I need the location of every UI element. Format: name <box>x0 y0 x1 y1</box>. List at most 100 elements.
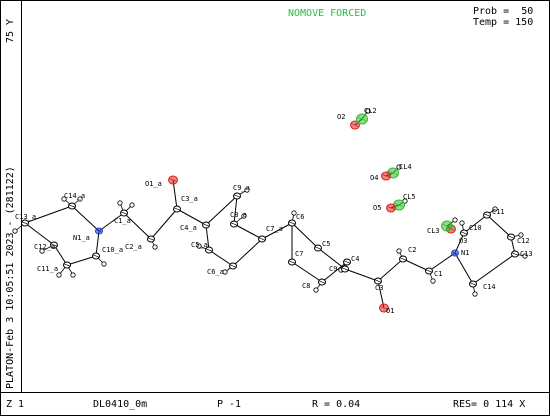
bond-C10_a-C11_a <box>66 255 97 266</box>
bond-C8-C7 <box>291 261 323 283</box>
ellipsoid-axis <box>21 221 29 225</box>
bond-C5_a-C4_a <box>205 224 210 251</box>
atom-C2_a: C2_a <box>125 235 155 251</box>
atom-C3_a: C3_a <box>173 195 198 213</box>
bond-N1_a-C10_a <box>95 230 100 257</box>
atom-label: CL4 <box>399 163 412 171</box>
ellipsoid-axis <box>483 213 491 217</box>
bond-C10-C11 <box>463 214 488 234</box>
ellipsoid-axis <box>95 229 103 233</box>
bond-C1-N1 <box>428 252 456 272</box>
hydrogen-atom <box>522 253 528 259</box>
bond-C1_a-C2_a <box>123 212 152 240</box>
ellipsoid-axis <box>229 264 237 268</box>
bond-C5-C4 <box>317 247 346 270</box>
footer-file: DL0410_0m <box>93 399 148 410</box>
atom-label: C5 <box>322 240 330 248</box>
ellipsoid-axis <box>460 231 468 235</box>
hydrogen-atom <box>472 291 478 297</box>
atom-label: C13 <box>520 250 533 258</box>
atom-label: C6_a <box>207 268 224 276</box>
atom-label: C12_a <box>34 243 55 251</box>
atom-N1: N1 <box>451 249 469 257</box>
atom-C7_a: C7_a <box>258 225 283 243</box>
ellipsoid-axis <box>441 223 453 229</box>
bond-C4_a-C9_a <box>205 195 238 226</box>
hydrogen-atom <box>152 244 158 250</box>
hydrogen-atom <box>244 187 250 193</box>
ellipsoid-axis <box>511 252 519 256</box>
hydrogen-atom <box>459 220 465 226</box>
hydrogen-atom <box>77 196 83 202</box>
atom-O5: O5 <box>373 203 396 213</box>
atom-C9_a: C9_a <box>233 184 250 200</box>
atom-label: C11_a <box>37 265 58 273</box>
atom-label: C6 <box>296 213 304 221</box>
bond-C13_a-C14_a <box>24 205 73 224</box>
ellipsoid-axis <box>233 194 241 198</box>
hydrogen-atom <box>396 164 402 170</box>
atom-label: CL2 <box>364 107 377 115</box>
bond-C2-C1 <box>402 258 430 272</box>
atom-label: C9 <box>329 265 337 273</box>
hydrogen-atom <box>117 200 123 206</box>
ellipsoid-axis <box>147 237 155 241</box>
hydrogen-atom <box>12 228 18 234</box>
atom-label: O3 <box>459 237 467 245</box>
temp-label: Temp = <box>473 17 516 28</box>
atom-label: C10 <box>469 224 482 232</box>
bond-C13_a-C12_a <box>24 222 55 246</box>
bond-C4-C3 <box>344 268 379 282</box>
atom-label: C1_a <box>114 217 131 225</box>
atom-C4_a: C4_a <box>180 221 210 232</box>
atom-label: N1 <box>461 249 469 257</box>
atom-label: C14 <box>483 283 496 291</box>
ellipsoid-axis <box>168 178 178 182</box>
atom-N1_a: N1_a <box>73 227 103 242</box>
bond-C9-C8 <box>321 261 348 283</box>
ellipsoid-axis <box>63 263 71 267</box>
bond-C7_a-C6 <box>261 222 293 240</box>
hydrogen-atom <box>365 108 371 114</box>
ellipsoid-axis <box>173 207 181 211</box>
ellipsoid-axis <box>341 267 349 271</box>
atom-C13: C13 <box>511 250 533 258</box>
ellipsoid-axis <box>374 279 382 283</box>
bond-C3-C2 <box>377 258 404 282</box>
bond-C3-O1 <box>377 280 385 309</box>
bond-C3_a-O1_a <box>172 179 178 210</box>
prob-value: 50 <box>521 6 534 17</box>
hydrogen-atom <box>396 248 402 254</box>
hydrogen-atom <box>70 272 76 278</box>
ellipsoid-axis <box>288 221 296 225</box>
ellipsoid-axis <box>425 269 433 273</box>
atom-label: C2 <box>408 246 416 254</box>
ellipsoid-axis <box>469 282 477 286</box>
atom-O1: O1 <box>379 303 394 315</box>
bond-C11-C12 <box>486 214 512 238</box>
atom-CL5: CL5 <box>393 193 416 211</box>
atom-label: C10_a <box>102 246 123 254</box>
atom-C10: C10 <box>460 224 482 237</box>
atom-label: C5_a <box>191 241 208 249</box>
hydrogen-atom <box>39 248 45 254</box>
bond-N1_a-C1_a <box>98 212 125 232</box>
atom-C6_a: C6_a <box>207 262 237 276</box>
atom-label: C7_a <box>266 225 283 233</box>
bond-C8_a-C7_a <box>233 223 263 240</box>
bond-C7_a-C6_a <box>232 238 263 267</box>
ellipsoid-axis <box>356 116 368 122</box>
atom-label: O1_a <box>145 180 162 188</box>
bottom-rule <box>1 392 549 393</box>
bond-C14_a-N1_a <box>71 205 100 232</box>
atom-C12: C12 <box>507 233 530 245</box>
atom-label: C14_a <box>64 192 85 200</box>
atom-C4: C4 <box>341 255 359 273</box>
left-rule <box>21 1 22 392</box>
ellipsoid-axis <box>379 306 389 310</box>
atom-CL3: CL3 <box>427 220 453 235</box>
atom-C13_a: C13_a <box>15 213 36 227</box>
ellipsoid-axis <box>451 251 459 255</box>
ellipsoid-axis <box>386 206 396 210</box>
